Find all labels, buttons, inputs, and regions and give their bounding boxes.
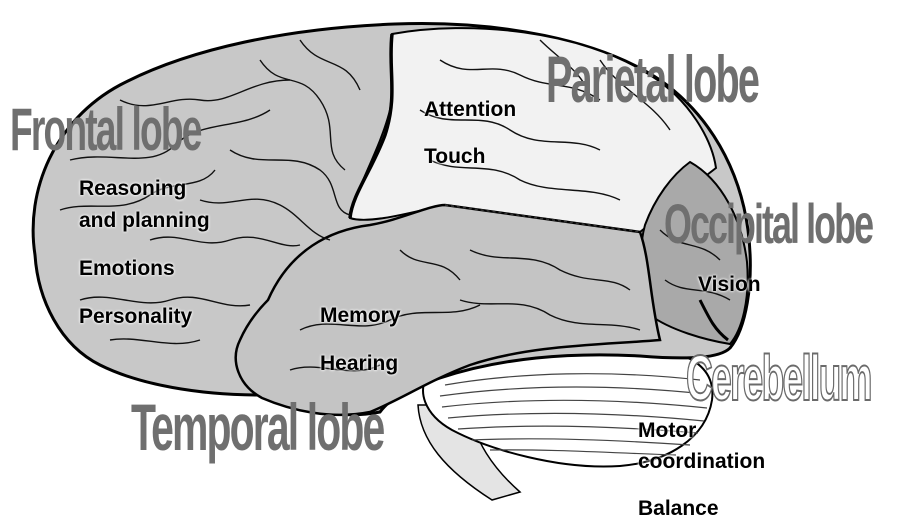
temporal-function-label: Memory	[320, 303, 401, 328]
cerebellum-title: Cerebellum	[686, 346, 871, 410]
frontal-function-label: Emotions	[79, 256, 175, 281]
parietal-lobe-title: Parietal lobe	[546, 46, 758, 112]
parietal-function-label: Touch	[424, 144, 485, 169]
temporal-lobe-title: Temporal lobe	[131, 394, 383, 460]
temporal-function-label: Hearing	[320, 351, 398, 376]
occipital-lobe-title: Occipital lobe	[664, 196, 872, 252]
frontal-function-label: Personality	[79, 304, 192, 329]
cerebellum-function-label: Motor	[638, 418, 696, 443]
frontal-function-label: Reasoning	[79, 176, 186, 201]
frontal-lobe-title: Frontal lobe	[10, 100, 201, 160]
cerebellum-function-label: Balance	[638, 496, 719, 521]
cerebellum-function-label: coordination	[638, 449, 765, 474]
occipital-function-label: Vision	[698, 272, 761, 297]
frontal-function-label: and planning	[79, 208, 210, 233]
parietal-function-label: Attention	[424, 97, 516, 122]
